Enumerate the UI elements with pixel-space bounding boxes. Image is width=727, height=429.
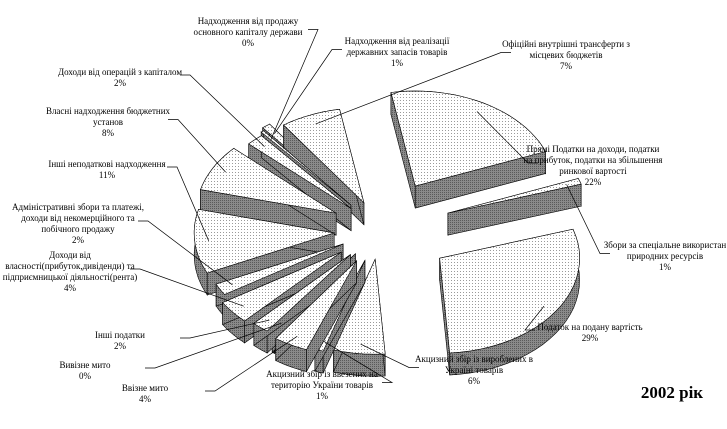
leader-line-15 bbox=[315, 52, 511, 125]
leader-line-13 bbox=[270, 29, 319, 139]
leader-line-7 bbox=[180, 319, 270, 339]
leader-line-3 bbox=[360, 343, 419, 368]
leader-line-5 bbox=[205, 336, 298, 392]
leader-line-6 bbox=[145, 322, 282, 369]
leader-line-0 bbox=[476, 111, 538, 164]
chart-title: 2002 рік bbox=[641, 383, 703, 402]
leader-line-12 bbox=[180, 74, 265, 147]
leader-line-1 bbox=[566, 184, 610, 254]
pie-slice-0 bbox=[390, 90, 547, 209]
slice-label-9: Адміністративні збори та платежі,доходи … bbox=[12, 202, 144, 245]
leader-line-11 bbox=[168, 119, 226, 173]
pie-slice-5 bbox=[275, 259, 357, 373]
pie-slice-11 bbox=[200, 147, 337, 236]
leader-line-2 bbox=[524, 305, 545, 331]
leader-line-10 bbox=[167, 166, 210, 241]
leader-line-14 bbox=[274, 49, 342, 134]
pie-slice-1 bbox=[447, 177, 582, 236]
leader-line-4 bbox=[323, 340, 394, 383]
leader-line-9 bbox=[138, 220, 233, 286]
leader-line-8 bbox=[130, 268, 244, 307]
pie-slice-2 bbox=[439, 228, 580, 376]
